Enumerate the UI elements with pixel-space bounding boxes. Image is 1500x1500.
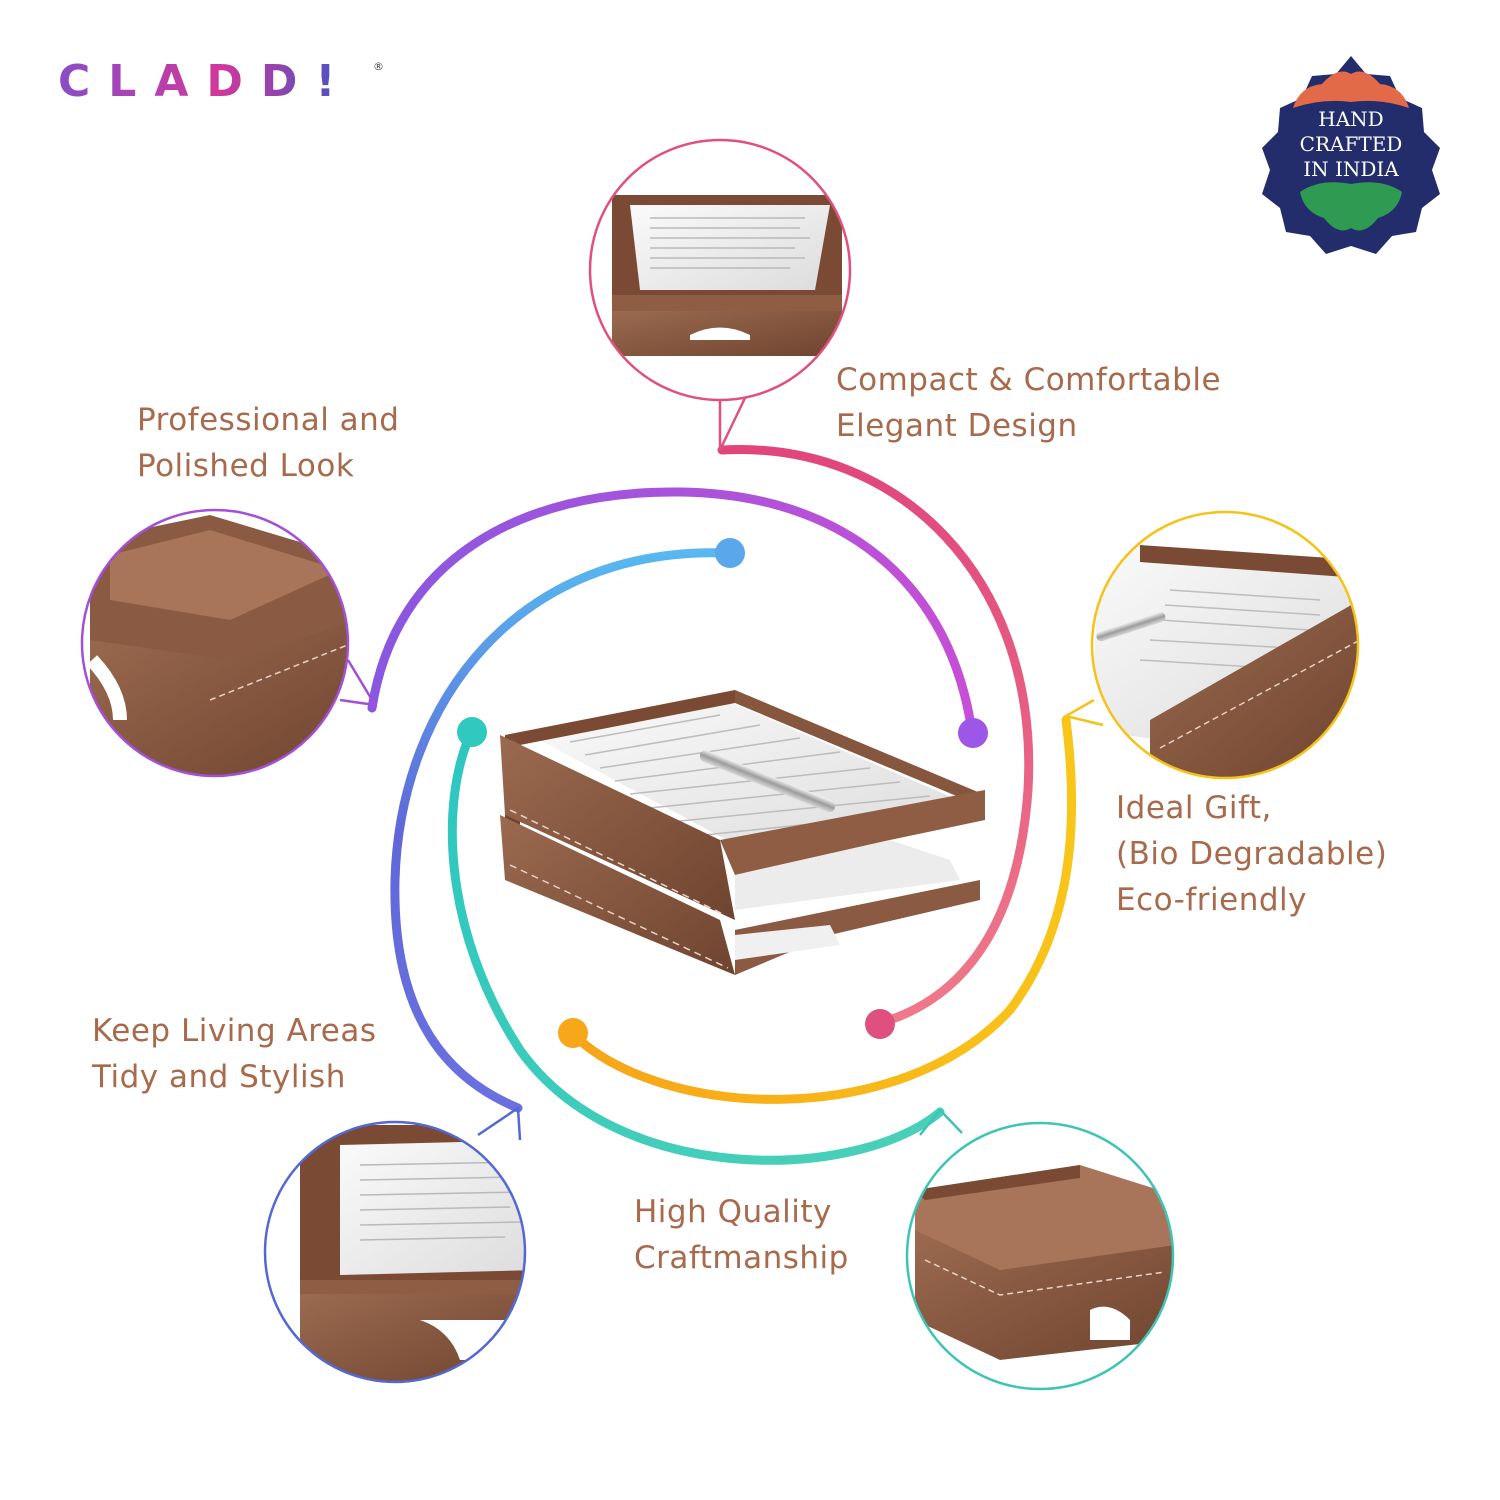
feature-professional-caption: Professional and Polished Look	[137, 397, 399, 489]
bubble-professional	[80, 508, 378, 778]
purple-arc	[367, 487, 977, 737]
handcrafted-badge	[1262, 56, 1440, 254]
center-product	[500, 690, 985, 975]
feature-gift-line-3: Eco-friendly	[1116, 882, 1307, 918]
feature-quality-caption: High Quality Craftmanship	[634, 1189, 849, 1281]
feature-tidy-line-2: Tidy and Stylish	[92, 1059, 346, 1095]
registered-mark: ®	[373, 60, 384, 73]
feature-gift-caption: Ideal Gift, (Bio Degradable) Eco-friendl…	[1116, 785, 1387, 923]
feature-compact-line-2: Elegant Design	[836, 408, 1078, 444]
pink-arc	[717, 445, 1034, 1028]
feature-tidy-caption: Keep Living Areas Tidy and Stylish	[92, 1008, 376, 1100]
brand-logo-text: CLADD!	[58, 56, 354, 106]
feature-gift-line-1: Ideal Gift,	[1116, 790, 1272, 826]
feature-compact-caption: Compact & Comfortable Elegant Design	[836, 357, 1221, 449]
purple-dot	[958, 718, 988, 748]
bubble-gift	[1062, 510, 1360, 780]
feature-professional-line-1: Professional and	[137, 402, 400, 438]
feature-tidy-line-1: Keep Living Areas	[92, 1013, 377, 1049]
feature-compact-line-1: Compact & Comfortable	[836, 362, 1222, 398]
blue-dot	[715, 538, 745, 568]
feature-quality-line-2: Craftmanship	[634, 1240, 849, 1276]
feature-gift-line-2: (Bio Degradable)	[1116, 836, 1388, 872]
bubble-quality	[905, 1108, 1175, 1391]
feature-professional-line-2: Polished Look	[137, 448, 355, 484]
orange-arc	[568, 715, 1077, 1104]
teal-dot	[457, 717, 487, 747]
teal-arc	[447, 728, 945, 1165]
bubble-compact	[588, 138, 852, 451]
pink-dot	[865, 1009, 895, 1039]
blue-arc	[390, 548, 733, 1113]
brand-logo: CLADD! ®	[58, 56, 384, 106]
orange-dot	[558, 1018, 588, 1048]
feature-quality-line-1: High Quality	[634, 1194, 832, 1230]
bubble-tidy	[263, 1105, 527, 1384]
